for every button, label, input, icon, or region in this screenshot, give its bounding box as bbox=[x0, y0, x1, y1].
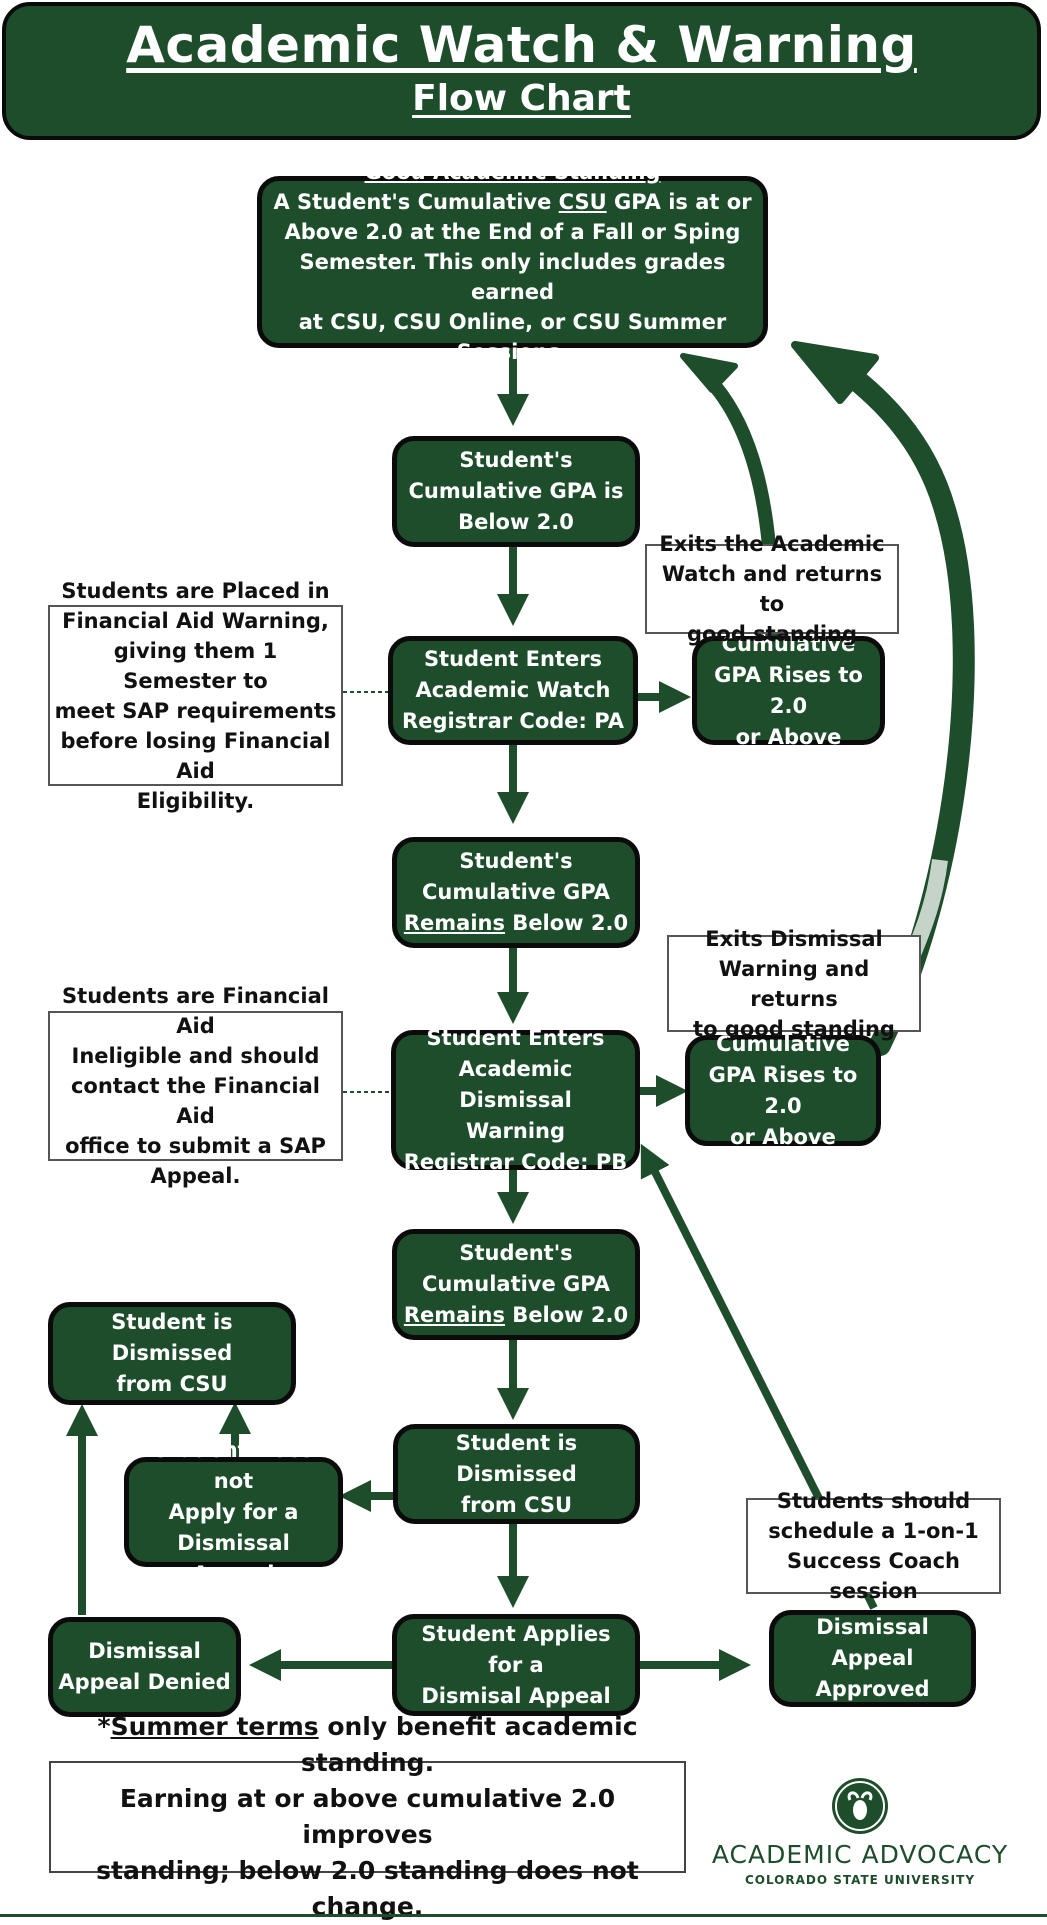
node-dw-line1: Student Enters bbox=[426, 1025, 605, 1050]
node-remains-1-line1: Student's bbox=[459, 849, 573, 873]
note-exits-dismissal-line3: to good standing bbox=[693, 1016, 895, 1041]
node-rises-2-line3: or Above bbox=[730, 1124, 836, 1149]
node-dismissed-top: Student is Dismissed from CSU bbox=[48, 1302, 296, 1405]
node-remains-2-line1: Student's bbox=[459, 1241, 573, 1265]
page-subtitle: Flow Chart bbox=[412, 78, 631, 119]
page-title: Academic Watch & Warning bbox=[126, 16, 917, 74]
node-good-standing-line2: Above 2.0 at the End of a Fall or Sping bbox=[284, 220, 741, 244]
node-applies-appeal-line1: Student Applies for a bbox=[421, 1621, 611, 1677]
note-fa-warning-line4: meet SAP requirements bbox=[54, 698, 337, 723]
note-fa-ineligible-line3: contact the Financial Aid bbox=[70, 1074, 320, 1128]
node-applies-appeal: Student Applies for a Dismisal Appeal bbox=[392, 1614, 640, 1716]
note-fa-warning-line6: Eligibility. bbox=[136, 788, 255, 813]
academic-advocacy-logo: ACADEMIC ADVOCACY COLORADO STATE UNIVERS… bbox=[700, 1778, 1020, 1898]
note-fa-warning-line2: Financial Aid Warning, bbox=[62, 608, 329, 633]
node-applies-appeal-line2: Dismisal Appeal bbox=[421, 1683, 611, 1708]
node-dismissed-center: Student is Dismissed from CSU bbox=[393, 1424, 640, 1524]
note-fa-ineligible-line4: office to submit a SAP bbox=[65, 1134, 326, 1158]
node-gpa-below-line2: Cumulative GPA is bbox=[408, 479, 624, 503]
node-good-standing-line1: A Student's Cumulative CSU GPA is at or bbox=[273, 190, 752, 214]
node-dw-line3: Warning bbox=[465, 1118, 566, 1143]
node-appeal-denied-line1: Dismissal bbox=[88, 1639, 201, 1663]
node-appeal-approved: Dismissal Appeal Approved bbox=[769, 1610, 976, 1707]
node-gpa-below: Student's Cumulative GPA is Below 2.0 bbox=[392, 436, 640, 547]
note-success-coach-line1: Students should bbox=[776, 1489, 971, 1513]
note-fa-warning: Students are Placed in Financial Aid War… bbox=[48, 579, 343, 813]
node-rises-1-line1: Cumulative bbox=[721, 631, 856, 656]
note-success-coach: Students should schedule a 1-on-1 Succes… bbox=[746, 1489, 1001, 1603]
node-appeal-approved-line2: Approved bbox=[815, 1677, 930, 1701]
note-exits-watch: Exits the Academic Watch and returns to … bbox=[645, 532, 899, 646]
logo-university: COLORADO STATE UNIVERSITY bbox=[744, 1873, 976, 1887]
node-enters-watch-line1: Student Enters bbox=[423, 647, 603, 671]
node-rises-1: Cumulative GPA Rises to 2.0 or Above bbox=[692, 632, 885, 749]
node-appeal-approved-line1: Dismissal Appeal bbox=[816, 1615, 929, 1670]
node-enters-watch-line3: Registrar Code: PA bbox=[402, 709, 624, 733]
node-dw-line2: Academic Dismissal bbox=[458, 1056, 573, 1112]
csu-ram-icon bbox=[832, 1778, 888, 1834]
summer-note-line1: *Summer terms only benefit academic stan… bbox=[97, 1712, 638, 1777]
node-enters-watch-line2: Academic Watch bbox=[415, 678, 611, 702]
node-remains-2: Student's Cumulative GPA Remains Below 2… bbox=[392, 1229, 640, 1340]
node-remains-1-line2: Cumulative GPA bbox=[422, 880, 610, 904]
node-no-appeal-line3: Dismissal Appeal bbox=[177, 1530, 290, 1586]
note-fa-ineligible: Students are Financial Aid Ineligible an… bbox=[48, 984, 343, 1188]
curve-return-1-head bbox=[680, 353, 738, 393]
node-good-standing-line4: at CSU, CSU Online, or CSU Summer Sessio… bbox=[298, 310, 727, 364]
node-appeal-denied: Dismissal Appeal Denied bbox=[48, 1617, 241, 1717]
node-appeal-denied-line2: Appeal Denied bbox=[58, 1670, 231, 1694]
note-fa-ineligible-line2: Ineligible and should bbox=[71, 1044, 320, 1068]
summer-note-line2: Earning at or above cumulative 2.0 impro… bbox=[119, 1784, 616, 1849]
note-fa-warning-line1: Students are Placed in bbox=[61, 578, 330, 603]
node-rises-1-line3: or Above bbox=[735, 724, 842, 749]
note-fa-ineligible-line1: Students are Financial Aid bbox=[62, 984, 329, 1038]
node-dismissed-top-line1: Student is Dismissed bbox=[111, 1310, 233, 1365]
node-gpa-below-line1: Student's bbox=[459, 448, 573, 472]
node-rises-2: Cumulative GPA Rises to 2.0 or Above bbox=[685, 1032, 881, 1149]
node-remains-2-line3: Remains Below 2.0 bbox=[403, 1303, 629, 1327]
node-rises-1-line2: GPA Rises to 2.0 bbox=[714, 662, 863, 718]
node-remains-1-line3: Remains Below 2.0 bbox=[403, 911, 629, 935]
summer-terms-note: *Summer terms only benefit academic stan… bbox=[49, 1712, 686, 1921]
note-exits-dismissal: Exits Dismissal Warning and returns to g… bbox=[667, 927, 921, 1041]
node-good-standing-heading: Good Academic Standing bbox=[364, 160, 661, 184]
node-gpa-below-line3: Below 2.0 bbox=[458, 510, 574, 534]
node-enters-dismissal-warning: Student Enters Academic Dismissal Warnin… bbox=[391, 1026, 640, 1174]
node-dismissed-center-line1: Student is Dismissed bbox=[455, 1430, 578, 1486]
curve-return-2-head bbox=[791, 341, 879, 404]
note-success-coach-line3: Success Coach session bbox=[787, 1549, 960, 1603]
node-rises-2-line2: GPA Rises to 2.0 bbox=[708, 1062, 858, 1118]
node-enters-watch: Student Enters Academic Watch Registrar … bbox=[388, 636, 638, 745]
node-rises-2-line1: Cumulative bbox=[716, 1031, 850, 1056]
note-exits-dismissal-line1: Exits Dismissal bbox=[705, 926, 883, 951]
bottom-divider bbox=[0, 1914, 1047, 1917]
note-fa-warning-line3: giving them 1 Semester to bbox=[113, 638, 278, 693]
node-remains-2-line2: Cumulative GPA bbox=[422, 1272, 610, 1296]
node-good-standing: Good Academic Standing A Student's Cumul… bbox=[257, 160, 768, 364]
note-exits-watch-line3: good standing bbox=[686, 622, 858, 646]
note-exits-watch-line1: Exits the Academic bbox=[659, 532, 885, 556]
node-dismissed-top-line2: from CSU bbox=[116, 1372, 228, 1396]
note-exits-watch-line2: Watch and returns to bbox=[661, 562, 883, 616]
note-fa-ineligible-line5: Appeal. bbox=[150, 1164, 241, 1188]
node-good-standing-line3: Semester. This only includes grades earn… bbox=[299, 250, 726, 304]
header-banner: Academic Watch & Warning Flow Chart bbox=[2, 2, 1041, 140]
note-exits-dismissal-line2: Warning and returns bbox=[718, 956, 870, 1011]
node-remains-1: Student's Cumulative GPA Remains Below 2… bbox=[392, 837, 640, 948]
node-no-appeal: Student Does not Apply for a Dismissal A… bbox=[124, 1438, 343, 1586]
node-dismissed-center-line2: from CSU bbox=[460, 1492, 573, 1517]
note-success-coach-line2: schedule a 1-on-1 bbox=[768, 1519, 979, 1543]
note-fa-warning-line5: before losing Financial Aid bbox=[60, 728, 331, 783]
logo-name: ACADEMIC ADVOCACY bbox=[711, 1840, 1009, 1869]
node-no-appeal-line1: Student Does not bbox=[153, 1437, 314, 1493]
node-dw-line4: Registrar Code: PB bbox=[403, 1149, 628, 1174]
node-no-appeal-line2: Apply for a bbox=[168, 1499, 299, 1524]
